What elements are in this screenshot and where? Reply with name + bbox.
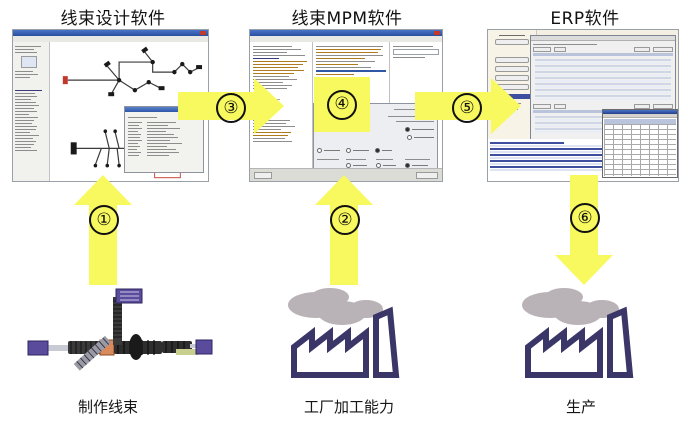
flow-marker-4: ④	[327, 89, 357, 120]
flow-highlight-4: ④	[314, 77, 370, 132]
window-titlebar	[250, 30, 442, 36]
column-title-harness-design: 线束设计软件	[60, 9, 166, 29]
flow-marker-2: ②	[330, 205, 360, 235]
factory-icon-production	[516, 283, 646, 388]
erp-spreadsheet-window[interactable]	[602, 108, 678, 178]
dialog-titlebar	[125, 106, 204, 112]
erp-order-table	[533, 57, 673, 102]
flow-marker-5: ⑤	[452, 93, 482, 123]
flow-marker-1: ①	[89, 205, 119, 235]
bottom-label-make-harness: 制作线束	[77, 398, 138, 416]
design-tree-panel	[13, 42, 51, 181]
window-titlebar	[13, 30, 208, 36]
flow-marker-3: ③	[216, 93, 246, 123]
spreadsheet-grid[interactable]	[604, 118, 676, 176]
spreadsheet-header-row	[604, 118, 676, 124]
harness-properties-dialog[interactable]	[124, 105, 205, 174]
bottom-label-production: 生产	[565, 398, 596, 416]
mpm-statusbar	[250, 167, 442, 181]
screenshot-harness-design-software[interactable]	[12, 29, 209, 182]
spreadsheet-toolbar	[603, 113, 677, 118]
column-title-harness-mpm: 线束MPM软件	[291, 9, 403, 29]
flow-marker-6: ⑥	[570, 203, 600, 233]
close-icon	[434, 31, 440, 35]
wire-harness-icon	[18, 283, 218, 388]
mpm-attribute-panel	[390, 42, 442, 84]
window-titlebar	[603, 109, 677, 114]
column-title-erp: ERP软件	[550, 9, 620, 29]
factory-icon-capacity	[284, 283, 414, 388]
window-titlebar	[530, 35, 676, 41]
close-icon	[200, 31, 206, 35]
bottom-label-factory-capacity: 工厂加工能力	[303, 398, 394, 416]
